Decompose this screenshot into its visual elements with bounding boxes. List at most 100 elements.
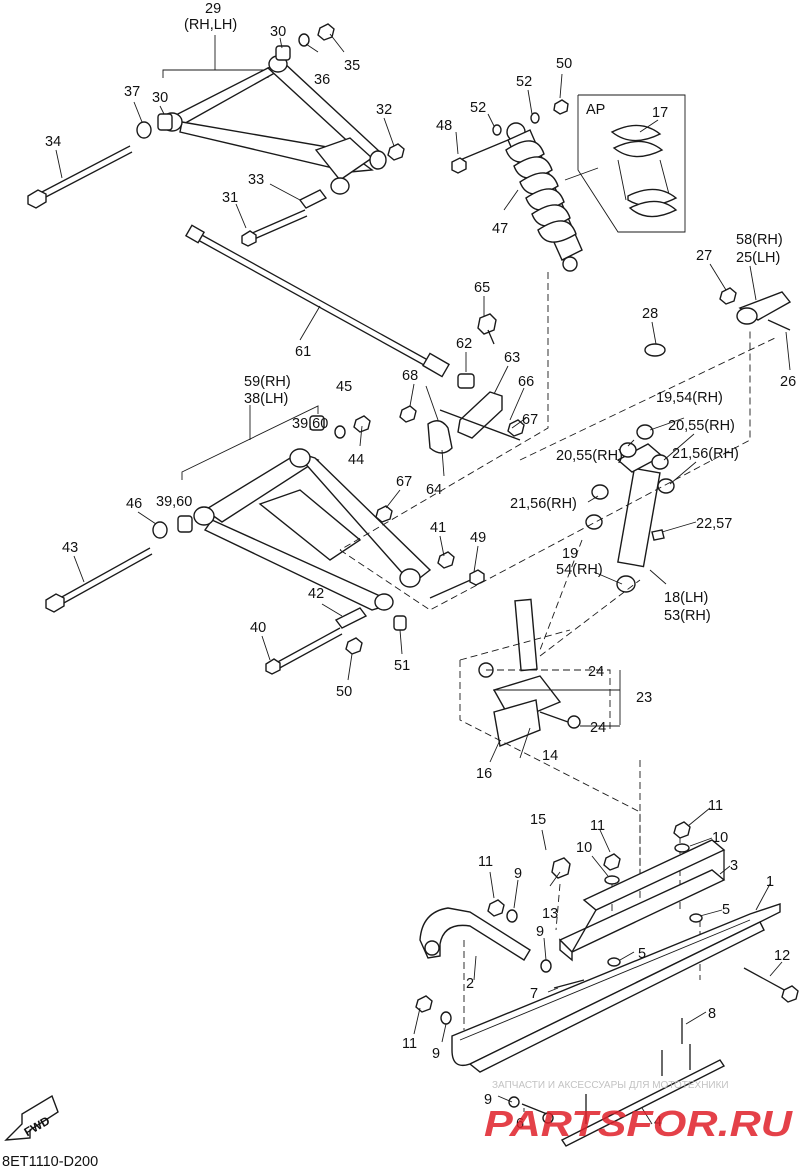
callout-label: 25(LH) <box>736 250 780 266</box>
callout-label: 67 <box>522 412 538 428</box>
watermark-brand-text: PARTSFOR.RU <box>484 1103 793 1144</box>
callout-label: 4 <box>654 1114 662 1130</box>
callout-label: 52 <box>470 100 486 116</box>
callout-label: 19,54(RH) <box>656 390 723 406</box>
callout-label: 41 <box>430 520 446 536</box>
callout-label: 30 <box>152 90 168 106</box>
callout-label: 11 <box>402 1036 417 1052</box>
callout-label: 28 <box>642 306 658 322</box>
callout-label: 64 <box>426 482 442 498</box>
callout-label: 5 <box>722 902 730 918</box>
callout-label: 1 <box>766 874 774 890</box>
callout-label: 12 <box>774 948 790 964</box>
callout-label: 62 <box>456 336 472 352</box>
callout-label: 6 <box>516 1116 524 1132</box>
callout-label: 10 <box>712 830 728 846</box>
tie-rod <box>184 224 450 378</box>
callout-label: 17 <box>652 105 668 121</box>
callout-label: 54(RH) <box>556 562 603 578</box>
callout-label: 27 <box>696 248 712 264</box>
callout-label: 19 <box>562 546 578 562</box>
watermark-small-text: ЗАПЧАСТИ И АКСЕССУАРЫ ДЛЯ МОТОТЕХНИКИ <box>492 1080 729 1091</box>
callout-label: 8 <box>708 1006 716 1022</box>
callout-label: 33 <box>248 172 264 188</box>
shock-absorber <box>451 99 583 272</box>
callout-label: 66 <box>518 374 534 390</box>
callout-label: 22,57 <box>696 516 732 532</box>
callout-label: 39,60 <box>156 494 192 510</box>
callout-label: 7 <box>530 986 538 1002</box>
relay-bracket <box>375 313 525 523</box>
callout-label: 67 <box>396 474 412 490</box>
callout-label: 24 <box>588 664 604 680</box>
callout-label: 11 <box>478 854 493 870</box>
callout-label: 58(RH) <box>736 232 783 248</box>
callout-label: 32 <box>376 102 392 118</box>
callout-label: 47 <box>492 221 508 237</box>
callout-label: 36 <box>314 72 330 88</box>
callout-label: 18(LH) <box>664 590 708 606</box>
callout-label: 45 <box>336 379 352 395</box>
callout-label: 30 <box>270 24 286 40</box>
callout-label: 65 <box>474 280 490 296</box>
callout-label: 50 <box>336 684 352 700</box>
callout-label: 31 <box>222 190 238 206</box>
callout-label: 11 <box>708 798 723 814</box>
callout-label: 21,56(RH) <box>672 446 739 462</box>
callout-label: 5 <box>638 946 646 962</box>
callout-label: 20,55(RH) <box>556 448 623 464</box>
callout-label: 43 <box>62 540 78 556</box>
callout-label: 42 <box>308 586 324 602</box>
watermark: ЗАПЧАСТИ И АКСЕССУАРЫ ДЛЯ МОТОТЕХНИКИ PA… <box>484 1080 793 1144</box>
callout-label: 48 <box>436 118 452 134</box>
callout-label: 59(RH) <box>244 374 291 390</box>
callout-label: 13 <box>542 906 558 922</box>
callout-label: 2 <box>466 976 474 992</box>
callout-label: 40 <box>250 620 266 636</box>
callout-label: 49 <box>470 530 486 546</box>
callout-label: 14 <box>542 748 558 764</box>
callout-label: 9 <box>484 1092 492 1108</box>
callout-label: 50 <box>556 56 572 72</box>
callout-label: 16 <box>476 766 492 782</box>
upper-a-arm <box>27 23 405 247</box>
callout-label: 21,56(RH) <box>510 496 577 512</box>
callout-label: 15 <box>530 812 546 828</box>
callout-label: 3 <box>730 858 738 874</box>
callout-label: 35 <box>344 58 360 74</box>
callout-label: 46 <box>126 496 142 512</box>
callout-label: 9 <box>514 866 522 882</box>
callout-label: 26 <box>780 374 796 390</box>
callout-label: 10 <box>576 840 592 856</box>
ap-box-label: AP <box>586 102 605 118</box>
callout-label: 11 <box>590 818 605 834</box>
callout-label: 44 <box>348 452 364 468</box>
lower-a-arm <box>45 405 485 675</box>
callout-label: 9 <box>536 924 544 940</box>
callout-label: 52 <box>516 74 532 90</box>
callout-label: 29 <box>205 1 221 17</box>
callout-label: (RH,LH) <box>184 17 237 33</box>
callout-label: 34 <box>45 134 61 150</box>
callout-label: 39,60 <box>292 416 328 432</box>
callout-label: 63 <box>504 350 520 366</box>
steering-spindle <box>478 287 792 747</box>
callout-label: 38(LH) <box>244 391 288 407</box>
callout-label: 24 <box>590 720 606 736</box>
callout-label: 68 <box>402 368 418 384</box>
callout-label: 9 <box>432 1046 440 1062</box>
callout-labels: 29 (RH,LH) 30 30 35 36 37 34 32 33 31 52… <box>45 1 796 1132</box>
callout-label: 37 <box>124 84 140 100</box>
callout-label: 20,55(RH) <box>668 418 735 434</box>
ski-assembly <box>415 821 799 1147</box>
callout-label: 23 <box>636 690 652 706</box>
ap-spring-box: AP <box>564 94 686 233</box>
callout-label: 51 <box>394 658 410 674</box>
label-leaders <box>55 33 791 1125</box>
fwd-arrow-icon: FWD <box>4 1094 59 1141</box>
callout-label: 53(RH) <box>664 608 711 624</box>
callout-label: 61 <box>295 344 311 360</box>
diagram-code: 8ET1110-D200 <box>2 1154 98 1170</box>
